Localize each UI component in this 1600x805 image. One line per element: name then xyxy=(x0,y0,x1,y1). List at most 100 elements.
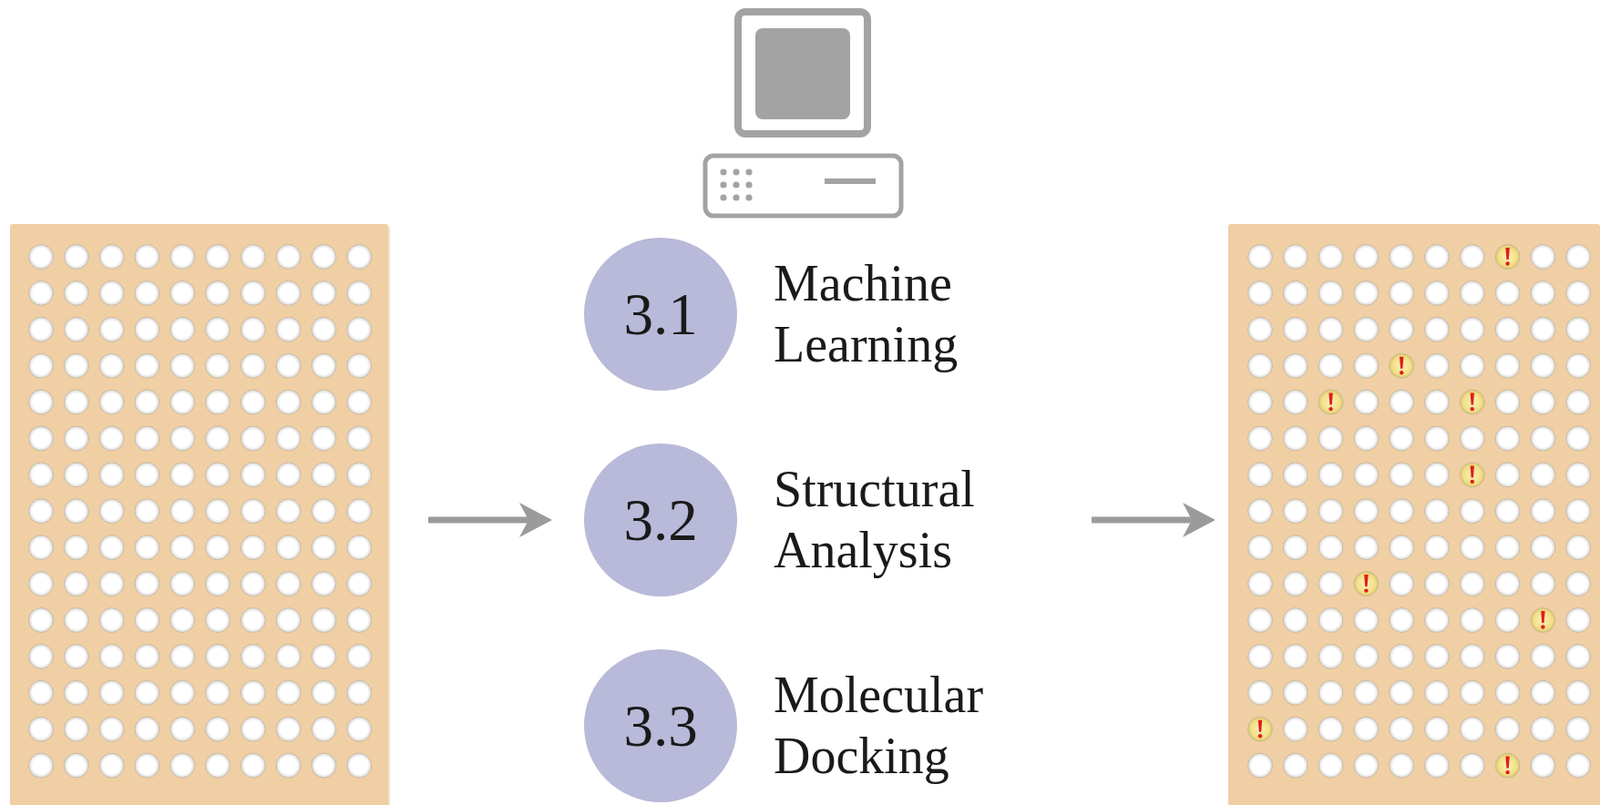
well xyxy=(1459,753,1485,779)
well xyxy=(240,753,266,779)
well xyxy=(347,680,372,706)
well xyxy=(1566,680,1591,706)
well xyxy=(29,389,54,415)
well xyxy=(1530,280,1556,306)
well xyxy=(29,644,54,669)
well xyxy=(170,680,195,706)
well xyxy=(1389,499,1415,524)
well xyxy=(205,280,231,306)
well xyxy=(1282,608,1308,634)
alert-mark xyxy=(1505,247,1509,260)
well xyxy=(63,245,89,270)
well xyxy=(134,753,160,779)
well xyxy=(1353,317,1379,342)
well xyxy=(311,499,337,524)
well xyxy=(134,535,160,561)
keypad-dot xyxy=(732,181,739,188)
well xyxy=(1282,462,1308,488)
flagged-well xyxy=(1318,389,1344,415)
well xyxy=(347,426,372,452)
well xyxy=(134,245,160,270)
well xyxy=(1459,608,1485,634)
well xyxy=(1353,608,1379,634)
step-node: 3.3Molecular Docking xyxy=(584,649,984,803)
well-plates xyxy=(10,224,1600,805)
well xyxy=(63,644,89,669)
well xyxy=(1530,499,1556,524)
well xyxy=(1495,717,1520,742)
well xyxy=(63,753,89,779)
well xyxy=(134,644,160,669)
well xyxy=(205,753,231,779)
well xyxy=(29,753,54,779)
well xyxy=(1459,280,1485,306)
well xyxy=(347,317,372,342)
arrow-shaft xyxy=(1091,517,1192,524)
well xyxy=(1459,535,1485,561)
well xyxy=(1425,644,1450,669)
well xyxy=(170,572,195,597)
well xyxy=(1248,353,1273,379)
well xyxy=(1318,608,1344,634)
step-node: 3.2Structural Analysis xyxy=(584,443,975,597)
well xyxy=(134,717,160,742)
keypad-dots xyxy=(719,168,752,201)
well xyxy=(1282,717,1308,742)
well xyxy=(1425,280,1450,306)
well xyxy=(1389,717,1415,742)
well xyxy=(1353,499,1379,524)
step-number: 3.3 xyxy=(623,692,698,761)
well xyxy=(205,572,231,597)
well xyxy=(1248,644,1273,669)
well xyxy=(1389,753,1415,779)
well xyxy=(1425,680,1450,706)
well xyxy=(1530,317,1556,342)
well xyxy=(240,389,266,415)
well xyxy=(1530,572,1556,597)
well xyxy=(347,499,372,524)
flagged-well xyxy=(1495,753,1520,779)
keypad-dot xyxy=(719,168,727,175)
well xyxy=(1389,572,1415,597)
alert-mark xyxy=(1399,357,1404,370)
well xyxy=(1389,644,1415,669)
well xyxy=(240,572,266,597)
computer-icon xyxy=(705,11,902,216)
well xyxy=(205,680,231,706)
well xyxy=(1495,608,1520,634)
well xyxy=(1425,426,1450,452)
well xyxy=(1248,499,1273,524)
well xyxy=(63,717,89,742)
well xyxy=(1530,644,1556,669)
well xyxy=(1318,535,1344,561)
well xyxy=(205,317,231,342)
well xyxy=(311,680,337,706)
flagged-well xyxy=(1389,353,1415,379)
well xyxy=(205,462,231,488)
well xyxy=(1389,462,1415,488)
alert-mark xyxy=(1328,393,1333,406)
well xyxy=(1248,245,1273,270)
well xyxy=(170,717,195,742)
well xyxy=(1566,499,1591,524)
well xyxy=(1530,426,1556,452)
well xyxy=(99,717,124,742)
well xyxy=(99,280,124,306)
well xyxy=(1425,317,1450,342)
well xyxy=(1282,353,1308,379)
well xyxy=(276,535,301,561)
keypad-dot xyxy=(732,168,739,175)
well xyxy=(1389,389,1415,415)
well xyxy=(276,680,301,706)
alert-mark xyxy=(1470,393,1475,406)
well xyxy=(1495,572,1520,597)
well xyxy=(1389,426,1415,452)
well xyxy=(1459,426,1485,452)
well xyxy=(1530,717,1556,742)
well xyxy=(1566,535,1591,561)
well xyxy=(63,572,89,597)
well xyxy=(347,535,372,561)
well xyxy=(1425,572,1450,597)
well xyxy=(170,753,195,779)
well xyxy=(347,572,372,597)
